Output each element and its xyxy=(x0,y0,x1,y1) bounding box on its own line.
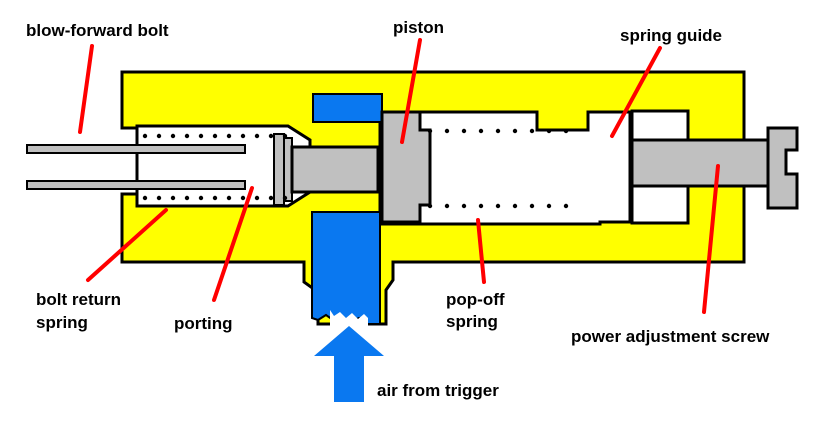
spring-coil-dot xyxy=(142,195,148,201)
spring-coil-dot xyxy=(495,203,501,209)
leader-lines xyxy=(78,38,720,314)
spring-coil-dot xyxy=(240,195,246,201)
spring-coil-dot xyxy=(184,195,190,201)
label-porting: porting xyxy=(174,314,233,333)
spring-coil-dot xyxy=(461,203,467,209)
bolt-flange xyxy=(273,133,285,206)
spring-coil-dot xyxy=(156,195,162,201)
spring-coil-dot xyxy=(427,128,433,134)
label-power-adjustment-screw: power adjustment screw xyxy=(571,327,770,346)
spring-coil-dot xyxy=(512,128,518,134)
spring-coil-dot xyxy=(254,133,260,139)
arrow-up-icon xyxy=(314,326,384,402)
inlet-break xyxy=(330,310,368,326)
label-bolt-return-spring-2: spring xyxy=(36,313,88,332)
spring-coil-dot xyxy=(170,133,176,139)
spring-coil-dot xyxy=(563,203,569,209)
spring-coil-dot xyxy=(282,195,288,201)
spring-coils xyxy=(142,128,569,209)
leader-bolt-return-spring xyxy=(86,208,168,282)
spring-coil-dot xyxy=(254,195,260,201)
spring-coil-dot xyxy=(563,128,569,134)
bolt-lower-tube xyxy=(26,180,246,190)
spring-coil-dot xyxy=(170,195,176,201)
spring-coil-dot xyxy=(444,128,450,134)
spring-coil-dot xyxy=(226,195,232,201)
leader-spring-guide xyxy=(610,46,662,138)
spring-coil-dot xyxy=(495,128,501,134)
screw-head xyxy=(766,126,799,210)
spring-coil-dot xyxy=(142,133,148,139)
spring-coil-dot xyxy=(546,203,552,209)
label-bolt-return-spring-1: bolt return xyxy=(36,290,121,309)
spring-coil-dot xyxy=(240,133,246,139)
bolt-upper-tube xyxy=(26,144,246,154)
label-pop-off-spring-1: pop-off xyxy=(446,290,505,309)
spring-coil-dot xyxy=(427,203,433,209)
label-piston: piston xyxy=(393,18,444,37)
spring-coil-dot xyxy=(478,128,484,134)
spring-coil-dot xyxy=(444,203,450,209)
spring-coil-dot xyxy=(512,203,518,209)
leader-porting xyxy=(212,186,254,302)
leader-piston xyxy=(400,38,422,144)
lower-air-port xyxy=(311,211,381,325)
label-spring-guide: spring guide xyxy=(620,26,722,45)
label-air-from-trigger: air from trigger xyxy=(377,381,499,400)
leader-power-adjustment-screw xyxy=(702,164,720,314)
label-blow-forward-bolt: blow-forward bolt xyxy=(26,21,169,40)
spring-coil-dot xyxy=(461,128,467,134)
leader-blow-forward-bolt xyxy=(78,44,94,134)
bolt-head xyxy=(290,145,380,194)
spring-coil-dot xyxy=(198,195,204,201)
spring-coil-dot xyxy=(156,133,162,139)
spring-coil-dot xyxy=(212,133,218,139)
screw-shaft xyxy=(630,138,774,188)
spring-coil-dot xyxy=(212,195,218,201)
spring-coil-dot xyxy=(529,128,535,134)
upper-air-port xyxy=(312,93,383,123)
leader-pop-off-spring xyxy=(476,218,486,284)
spring-coil-dot xyxy=(282,133,288,139)
label-pop-off-spring-2: spring xyxy=(446,312,498,331)
spring-coil-dot xyxy=(478,203,484,209)
spring-coil-dot xyxy=(529,203,535,209)
spring-coil-dot xyxy=(268,195,274,201)
spring-coil-dot xyxy=(198,133,204,139)
spring-coil-dot xyxy=(226,133,232,139)
piston-chamber xyxy=(378,110,632,226)
spring-coil-dot xyxy=(546,128,552,134)
spring-coil-dot xyxy=(268,133,274,139)
spring-coil-dot xyxy=(184,133,190,139)
